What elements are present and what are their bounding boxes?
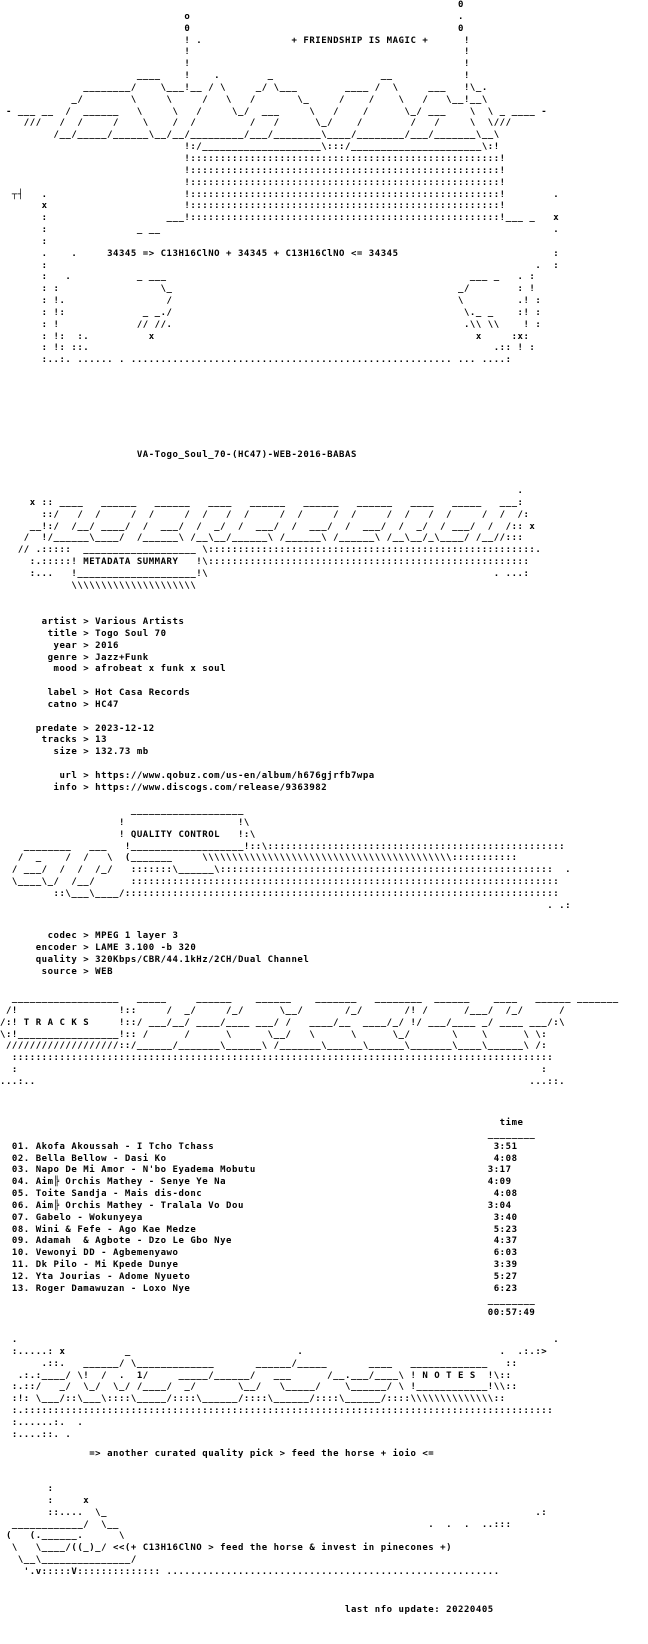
tracklist-total: ________ 00:57:49	[487, 1295, 536, 1318]
metadata-field-row: tracks > 13	[0, 735, 108, 746]
track-row: 08. Wini & Fefe - Ago Kae Medze 5:23	[0, 1224, 518, 1235]
track-row: 05. Toite Sandja - Mais dis-donc 4:08	[0, 1189, 518, 1200]
track-row: 11. Dk Pilo - Mi Kpede Dunye 3:39	[0, 1260, 518, 1271]
metadata-field-row: size > 132.73 mb	[0, 747, 149, 758]
metadata-field-row: url > https://www.qobuz.com/us-en/album/…	[0, 770, 375, 781]
notes-banner: . . :.....: x _ . . .:.:> .::.	[11, 1335, 560, 1440]
tracklist-header: time ________	[487, 1118, 536, 1140]
metadata-summary-banner: . x :: ____ ______ ______ ____ ______ __…	[17, 486, 542, 591]
track-row: 12. Yta Jourias - Adome Nyueto 5:27	[0, 1271, 518, 1282]
track-rows: 01. Akofa Akoussah - I Tcho Tchass 3:51 …	[0, 1142, 535, 1296]
quality-field-row: encoder > LAME 3.100 -b 320	[0, 942, 197, 953]
track-row: 04. Aim╠ Orchis Mathey - Senye Ye Na 4:0…	[0, 1177, 512, 1188]
metadata-field-row: year > 2016	[0, 640, 119, 651]
notes-text: => another curated quality pick > feed t…	[0, 1449, 435, 1459]
metadata-field-row: title > Togo Soul 70	[0, 628, 167, 639]
metadata-field-row: predate > 2023-12-12	[0, 723, 155, 734]
metadata-field-row: info > https://www.discogs.com/release/9…	[0, 782, 328, 793]
track-row: 10. Vewonyi DD - Agbemenyawo 6:03	[0, 1248, 518, 1259]
metadata-fields: artist > Various Artists title > Togo So…	[0, 617, 375, 795]
track-row: 02. Bella Bellow - Dasi Ko 4:08	[0, 1153, 518, 1164]
metadata-field-row: artist > Various Artists	[0, 617, 185, 627]
tracklist: time ________ 01. Akofa Akoussah - I Tch…	[0, 1118, 535, 1319]
track-row: 03. Napo De Mi Amor - N'bo Eyadema Mobut…	[0, 1165, 512, 1176]
metadata-field-row	[0, 676, 375, 688]
last-update-line: last nfo update: 20220405	[0, 1605, 494, 1615]
track-row: 07. Gabelo - Wokunyeya 3:40	[0, 1212, 518, 1223]
release-name: VA-Togo_Soul_70-(HC47)-WEB-2016-BABAS	[0, 450, 357, 460]
track-row: 01. Akofa Akoussah - I Tcho Tchass 3:51	[0, 1141, 518, 1152]
track-row: 09. Adamah & Agbote - Dzo Le Gbo Nye 4:3…	[0, 1236, 518, 1247]
quality-field-row: source > WEB	[0, 966, 114, 977]
quality-fields: codec > MPEG 1 layer 3 encoder > LAME 3.…	[0, 931, 309, 978]
tracks-banner: __________________ _____ ______ ______ _…	[0, 994, 619, 1087]
quality-field-row: codec > MPEG 1 layer 3	[0, 931, 179, 941]
metadata-field-row	[0, 712, 375, 724]
metadata-field-row: mood > afrobeat x funk x soul	[0, 664, 227, 675]
quality-field-row: quality > 320Kbps/CBR/44.1kHz/2CH/Dual C…	[0, 954, 310, 965]
track-row: 06. Aim╠ Orchis Mathey - Tralala Vo Dou …	[0, 1200, 512, 1211]
metadata-field-row: genre > Jazz+Funk	[0, 652, 149, 663]
metadata-field-row: catno > HC47	[0, 699, 119, 710]
footer-ascii-art: : : x ::.... \_ .: ____________/ \__ . .…	[5, 1484, 548, 1577]
header-ascii-art: 0 o . 0 0 ! .	[5, 0, 560, 366]
quality-control-banner: ___________________ ! !\ ! QUALITY CONTR…	[11, 806, 572, 911]
track-row: 13. Roger Damawuzan - Loxo Nye 6:23	[0, 1283, 518, 1294]
metadata-field-row: label > Hot Casa Records	[0, 688, 191, 699]
metadata-field-row	[0, 759, 375, 771]
